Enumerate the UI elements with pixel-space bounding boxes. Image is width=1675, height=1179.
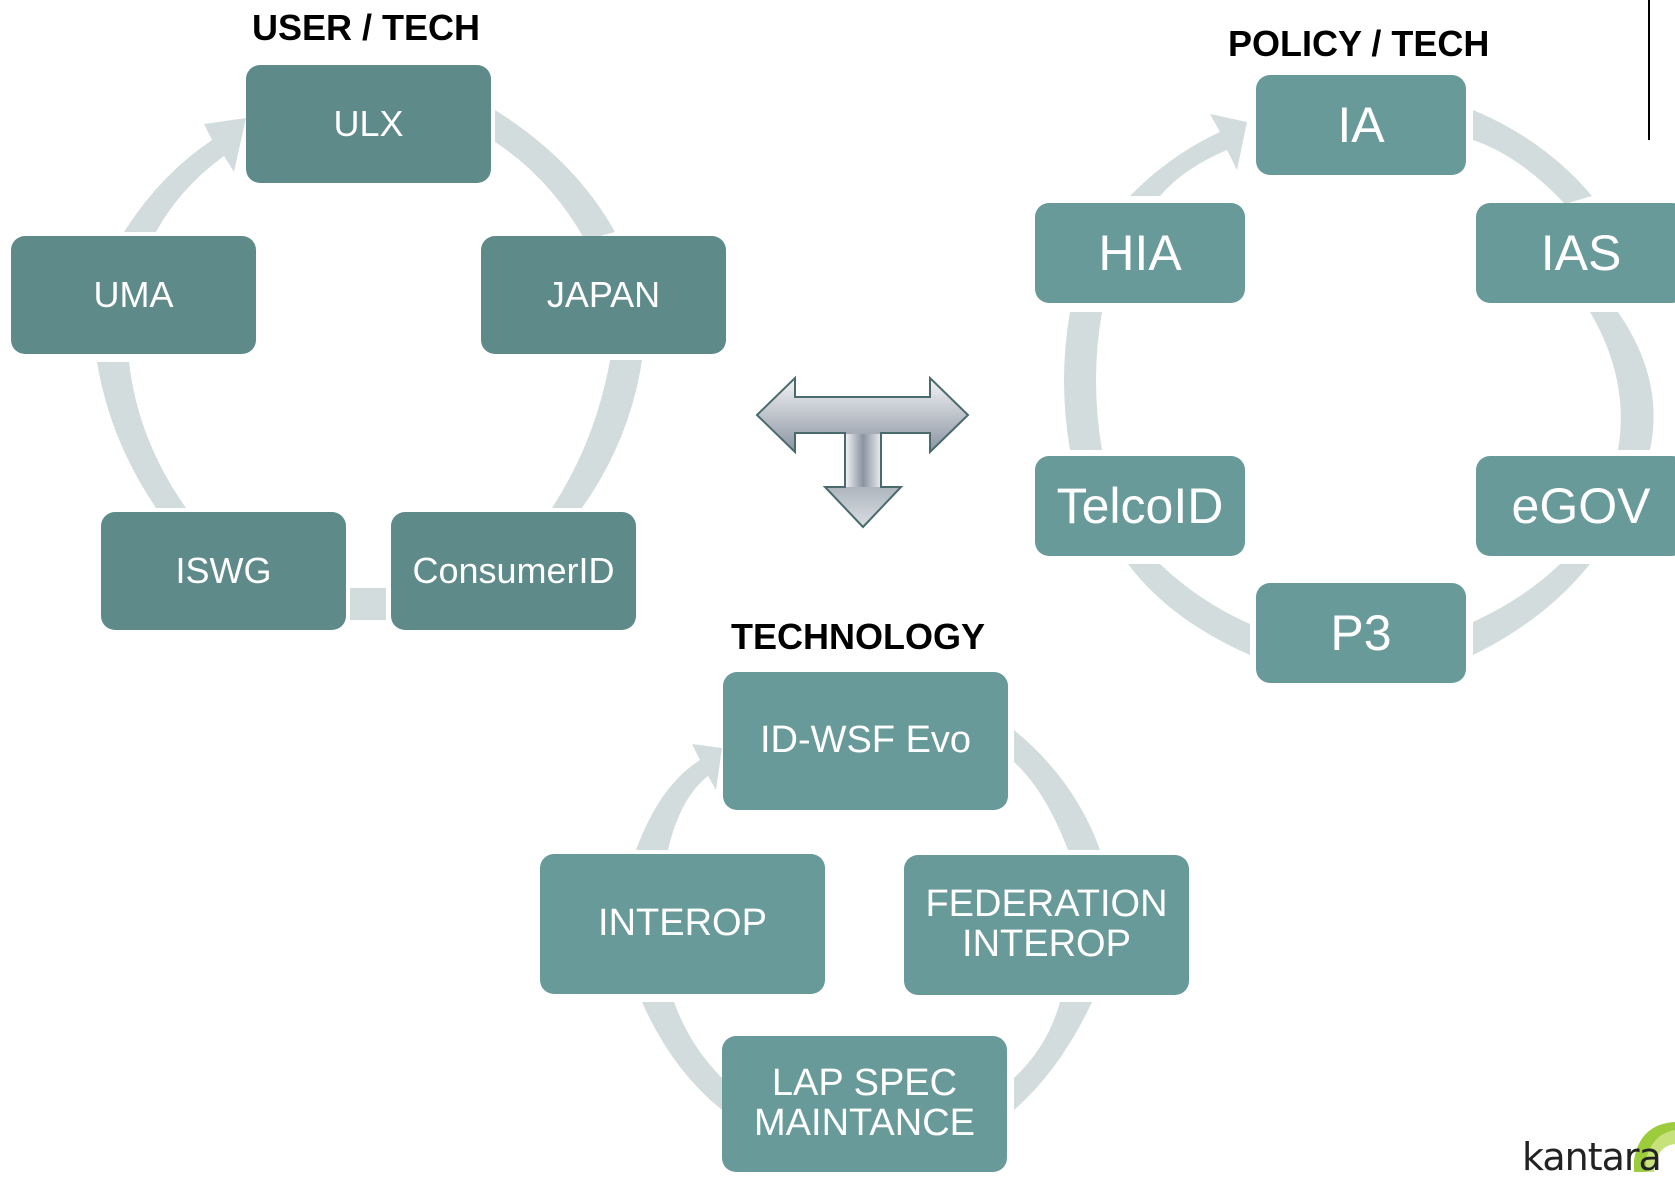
node-id-wsf-evo[interactable]: ID-WSF Evo (723, 672, 1008, 810)
cycle-arrow-segment (495, 110, 615, 240)
node-japan[interactable]: JAPAN (481, 236, 726, 354)
cycle-arrow-segment (1064, 312, 1102, 450)
cycle-arrow-segment (1128, 564, 1250, 655)
kantara-logo-icon (1634, 1122, 1675, 1172)
technology-heading: TECHNOLOGY (731, 616, 986, 657)
node-lap-spec-line-1: LAP SPEC (771, 1062, 958, 1105)
node-federation-interop-line-2: INTEROP (962, 923, 1131, 965)
three-way-arrow-icon (755, 375, 970, 529)
cycle-arrow-segment (1014, 1002, 1092, 1110)
cycle-arrow-segment (97, 362, 186, 508)
cycle-arrow-segment (636, 744, 722, 850)
node-federation-interop-line-1: FEDERATION (925, 883, 1168, 926)
node-consumerid[interactable]: ConsumerID (391, 512, 636, 630)
cycle-arrow-segment (124, 118, 246, 232)
cycle-arrow-segment (552, 360, 642, 508)
user-tech-cycle-arrows (97, 110, 642, 620)
cycle-arrow-segment (1590, 312, 1654, 450)
cycle-arrow-segment (642, 1002, 722, 1110)
technology-cycle-arrows (636, 730, 1100, 1110)
cycle-arrow-segment (350, 588, 386, 620)
node-p3[interactable]: P3 (1256, 583, 1466, 683)
policy-tech-heading: POLICY / TECH (1228, 23, 1490, 64)
node-ia[interactable]: IA (1256, 75, 1466, 175)
cycle-arrow-segment (1473, 564, 1590, 655)
node-lap-spec-line-2: MAINTANCE (754, 1102, 975, 1144)
cycle-arrow-segment (1130, 114, 1247, 196)
cycle-arrow-segment (1473, 110, 1592, 204)
slide-divider-line (1648, 0, 1650, 140)
node-interop[interactable]: INTEROP (540, 854, 825, 994)
node-federation-interop[interactable]: FEDERATION INTEROP (904, 855, 1189, 995)
node-uma[interactable]: UMA (11, 236, 256, 354)
user-tech-heading: USER / TECH (252, 7, 481, 48)
node-egov[interactable]: eGOV (1476, 456, 1675, 556)
cycle-arrow-segment (1014, 730, 1100, 850)
node-ias[interactable]: IAS (1476, 203, 1675, 303)
node-iswg[interactable]: ISWG (101, 512, 346, 630)
node-ulx[interactable]: ULX (246, 65, 491, 183)
policy-tech-cycle-arrows (1064, 110, 1654, 655)
node-lap-spec-maintance[interactable]: LAP SPEC MAINTANCE (722, 1036, 1007, 1172)
node-telcoid[interactable]: TelcoID (1035, 456, 1245, 556)
kantara-logo-text: kantara (1522, 1135, 1662, 1179)
node-hia[interactable]: HIA (1035, 203, 1245, 303)
